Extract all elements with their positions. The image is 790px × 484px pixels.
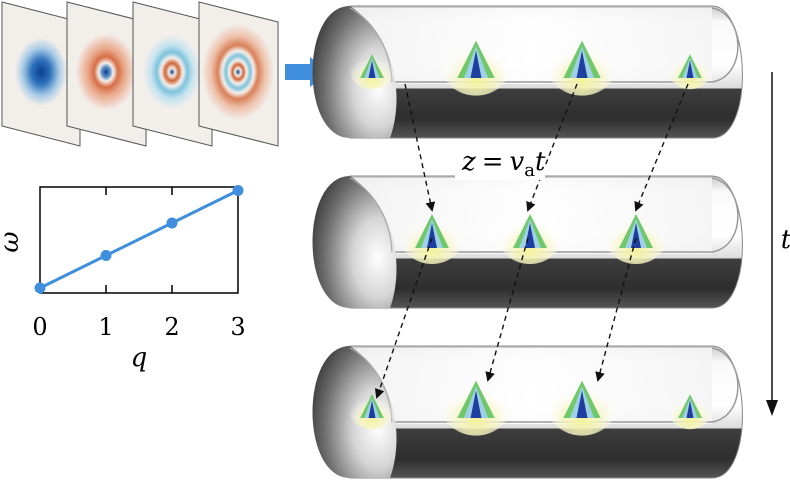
field-peak [498,208,562,264]
field-peak [349,390,395,430]
field-peak [349,50,395,90]
mode-panel-0 [1,1,81,147]
waveguide-tubes [312,5,743,479]
peak-core [631,223,641,248]
data-point [34,282,46,294]
field-peak [604,208,668,264]
field-peak [546,34,618,96]
time-label: t [781,225,790,255]
prop-arrow-1b [374,237,433,399]
x-axis-label: q [131,343,148,373]
time-axis: t [766,72,790,416]
peak-core [576,50,588,78]
peak-core [470,50,482,78]
field-peak [440,34,512,96]
field-peak [400,208,464,264]
prop-arrow-1a [404,83,436,212]
tube-end-cap [312,176,397,308]
y-axis-label: ω [0,231,25,252]
x-tick-label: 3 [230,313,245,341]
prop-arrow-3a [634,83,689,212]
mode-panels [1,1,279,147]
field-peak [440,374,512,436]
peak-core [427,223,437,248]
tube-inner [350,348,712,424]
propagation-arrows [374,83,689,399]
tube-0 [312,5,743,139]
x-tick-label: 1 [98,313,113,341]
x-tick-label: 0 [32,313,47,341]
field-peak [546,374,618,436]
data-point [166,217,178,229]
x-tick-label: 2 [164,313,179,341]
equation-label: z=vat [455,140,546,181]
series-line [39,189,239,290]
equation-text: z=vat [461,147,546,181]
data-points [34,184,244,294]
tube-cap-rim [349,177,393,253]
data-point [100,249,112,261]
data-point [232,184,244,196]
mode-panel-3 [198,1,279,147]
field-peak [667,390,713,430]
peak-core [686,60,694,78]
prop-arrow-2b [485,237,529,382]
peak-core [368,400,376,418]
time-arrow-head-icon [766,400,778,416]
field-peak [667,50,713,90]
peak-core [368,60,376,78]
x-tick-labels: 0 1 2 3 [32,313,245,341]
mode-panel-2 [132,1,213,147]
plot-frame [39,186,239,294]
x-ticks [105,187,173,293]
tube-1 [312,175,743,309]
prop-arrow-3b [595,237,637,382]
peak-core [686,400,694,418]
peak-core [470,390,482,418]
tube-inner [350,8,712,84]
tube-2 [312,345,743,479]
prop-arrow-2a [526,83,578,212]
peak-core [576,390,588,418]
mode-panel-1 [66,1,147,147]
dispersion-plot: 0 1 2 3 ω q [0,184,246,373]
